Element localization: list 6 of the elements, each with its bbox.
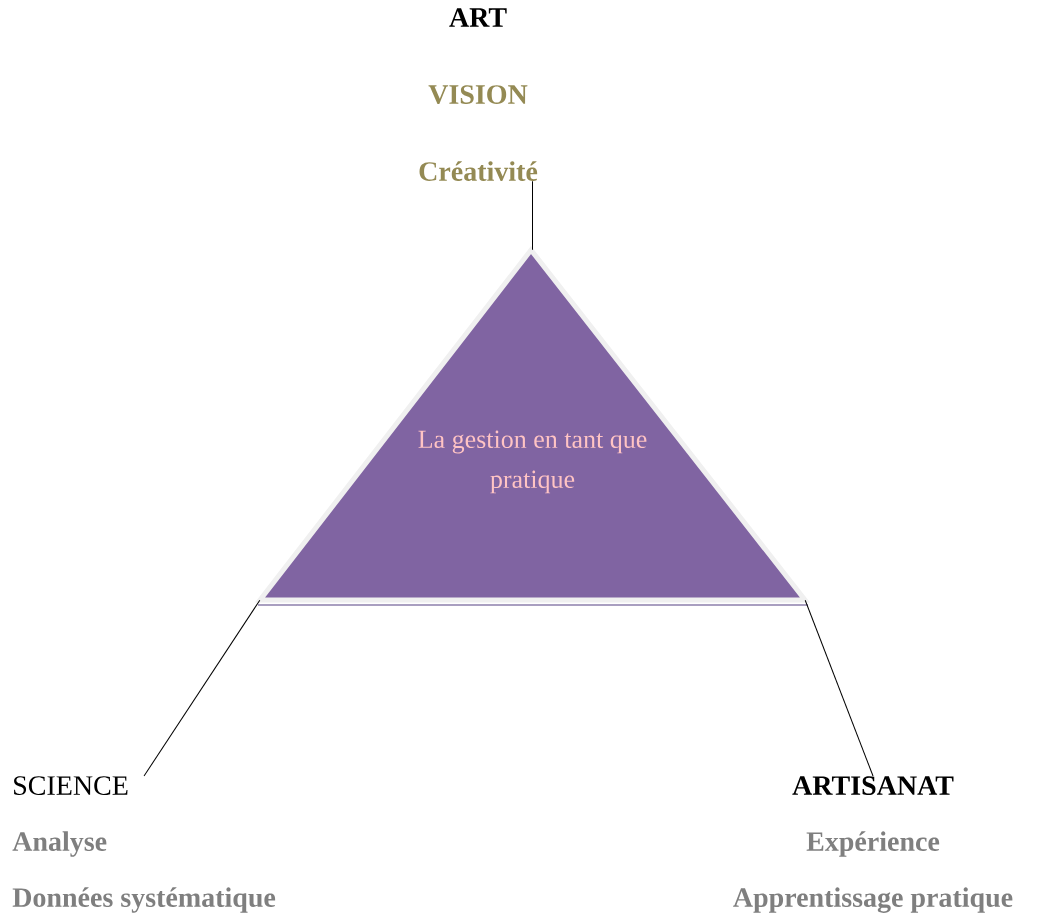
text-group: ARTISANAT Expérience Apprentissage pratique bbox=[733, 776, 1013, 913]
connector-line bbox=[143, 599, 261, 777]
text-group: ART VISION Créativité bbox=[419, 8, 538, 181]
connector-line bbox=[532, 180, 533, 251]
text-group: SCIENCE Analyse Données systématique bbox=[12, 776, 276, 913]
connector-line bbox=[804, 599, 874, 777]
